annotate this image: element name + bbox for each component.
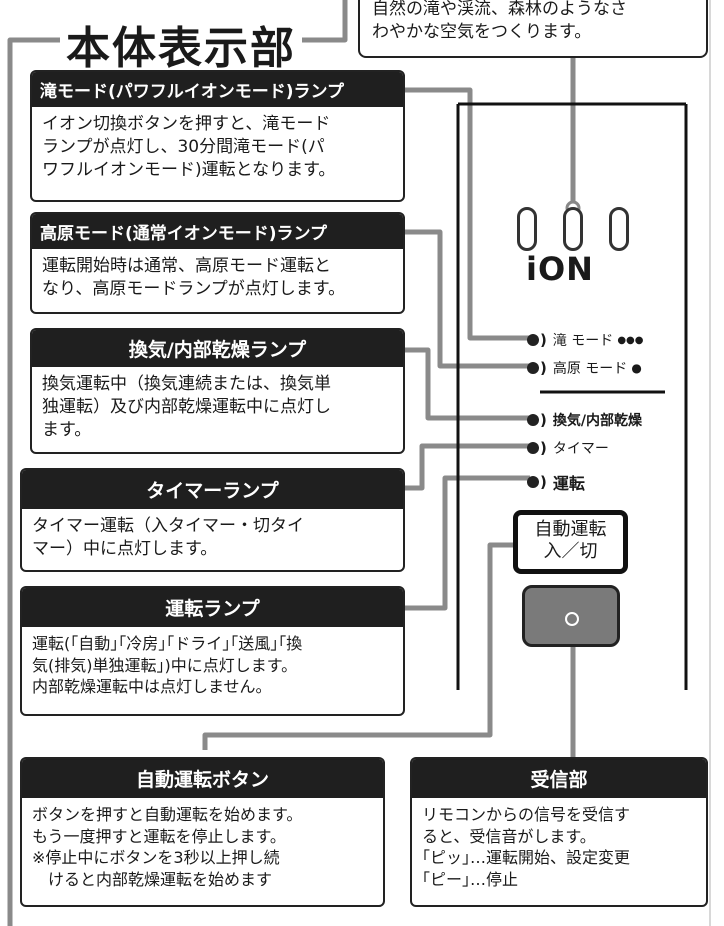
ion-emitter-left (517, 207, 537, 251)
leader-kougen (405, 229, 530, 369)
lamp-timer: ) タイマー (527, 438, 609, 458)
callout-title: 受信部 (412, 759, 706, 798)
callout-timer-lamp: タイマーランプ タイマー運転（入タイマー・切タイ マー）中に点灯します。 (20, 468, 405, 572)
callout-title: 高原モード(通常イオンモード)ランプ (32, 214, 403, 249)
lamp-indicator-icon (527, 362, 539, 374)
ion-description-callout: 自然の滝や渓流、森林のようなさ わやかな空気をつくります。 (358, 0, 708, 58)
callout-auto-button: 自動運転ボタン ボタンを押すと自動運転を始めます。 もう一度押すと運転を停止しま… (20, 757, 385, 907)
callout-title: 滝モード(パワフルイオンモード)ランプ (32, 72, 403, 107)
callout-kanki-lamp: 換気/内部乾燥ランプ 換気運転中（換気連続または、換気単 独運転）及び内部乾燥運… (30, 328, 405, 454)
callout-title: 自動運転ボタン (22, 759, 383, 798)
leader-unten (405, 475, 530, 611)
lamp-unten: ) 運転 (527, 470, 585, 494)
lamp-indicator-icon (527, 414, 539, 426)
callout-receiver: 受信部 リモコンからの信号を受信す ると、受信音がします。 ｢ピッ｣…運転開始、… (410, 757, 708, 907)
title-bracket-line (7, 37, 62, 926)
ion-description-line: 自然の滝や渓流、森林のようなさ (372, 0, 627, 19)
lamp-kanki-kansou: ) 換気/内部乾燥 (527, 410, 642, 430)
lamp-suffix: ●●● (617, 334, 644, 346)
lamp-indicator-icon (527, 442, 539, 454)
title-bracket-line-right (292, 0, 348, 43)
leader-taki (405, 87, 530, 341)
lamp-indicator-icon (527, 476, 539, 488)
leader-auto-button (202, 542, 515, 750)
receiver-window-icon (565, 612, 579, 626)
lamp-label: タイマー (552, 441, 609, 457)
lamp-suffix: ● (631, 361, 642, 375)
auto-operation-label: 自動運転 入／切 (513, 510, 628, 574)
lamp-label: 滝 モード (552, 333, 614, 349)
ion-logo: iON (526, 250, 594, 288)
callout-title: 換気/内部乾燥ランプ (32, 330, 403, 367)
ion-emitter-right (609, 207, 629, 251)
callout-title: 運転ランプ (22, 588, 403, 627)
lamp-indicator-icon (527, 334, 539, 346)
leader-kanki (405, 347, 530, 421)
auto-operation-button[interactable] (522, 585, 620, 647)
lamp-taki-mode: ) 滝 モード ●●● (527, 330, 644, 350)
ion-emitter-center (563, 207, 583, 251)
callout-taki-lamp: 滝モード(パワフルイオンモード)ランプ イオン切換ボタンを押すと、滝モード ラン… (30, 70, 405, 202)
leader-timer (405, 443, 530, 491)
ion-description-line: わやかな空気をつくります。 (372, 21, 592, 42)
callout-kougen-lamp: 高原モード(通常イオンモード)ランプ 運転開始時は通常、高原モード運転と なり、… (30, 212, 405, 314)
lamp-kougen-mode: ) 高原 モード ● (527, 358, 642, 378)
callout-unten-lamp: 運転ランプ 運転(｢自動｣｢冷房｣｢ドライ｣｢送風｣｢換 気(排気)単独運転｣)… (20, 586, 405, 716)
lamp-label: 換気/内部乾燥 (552, 413, 642, 429)
lamp-label: 運転 (552, 474, 585, 493)
callout-title: タイマーランプ (22, 470, 403, 509)
page-title: 本体表示部 (60, 12, 302, 76)
lamp-label: 高原 モード (552, 361, 628, 377)
